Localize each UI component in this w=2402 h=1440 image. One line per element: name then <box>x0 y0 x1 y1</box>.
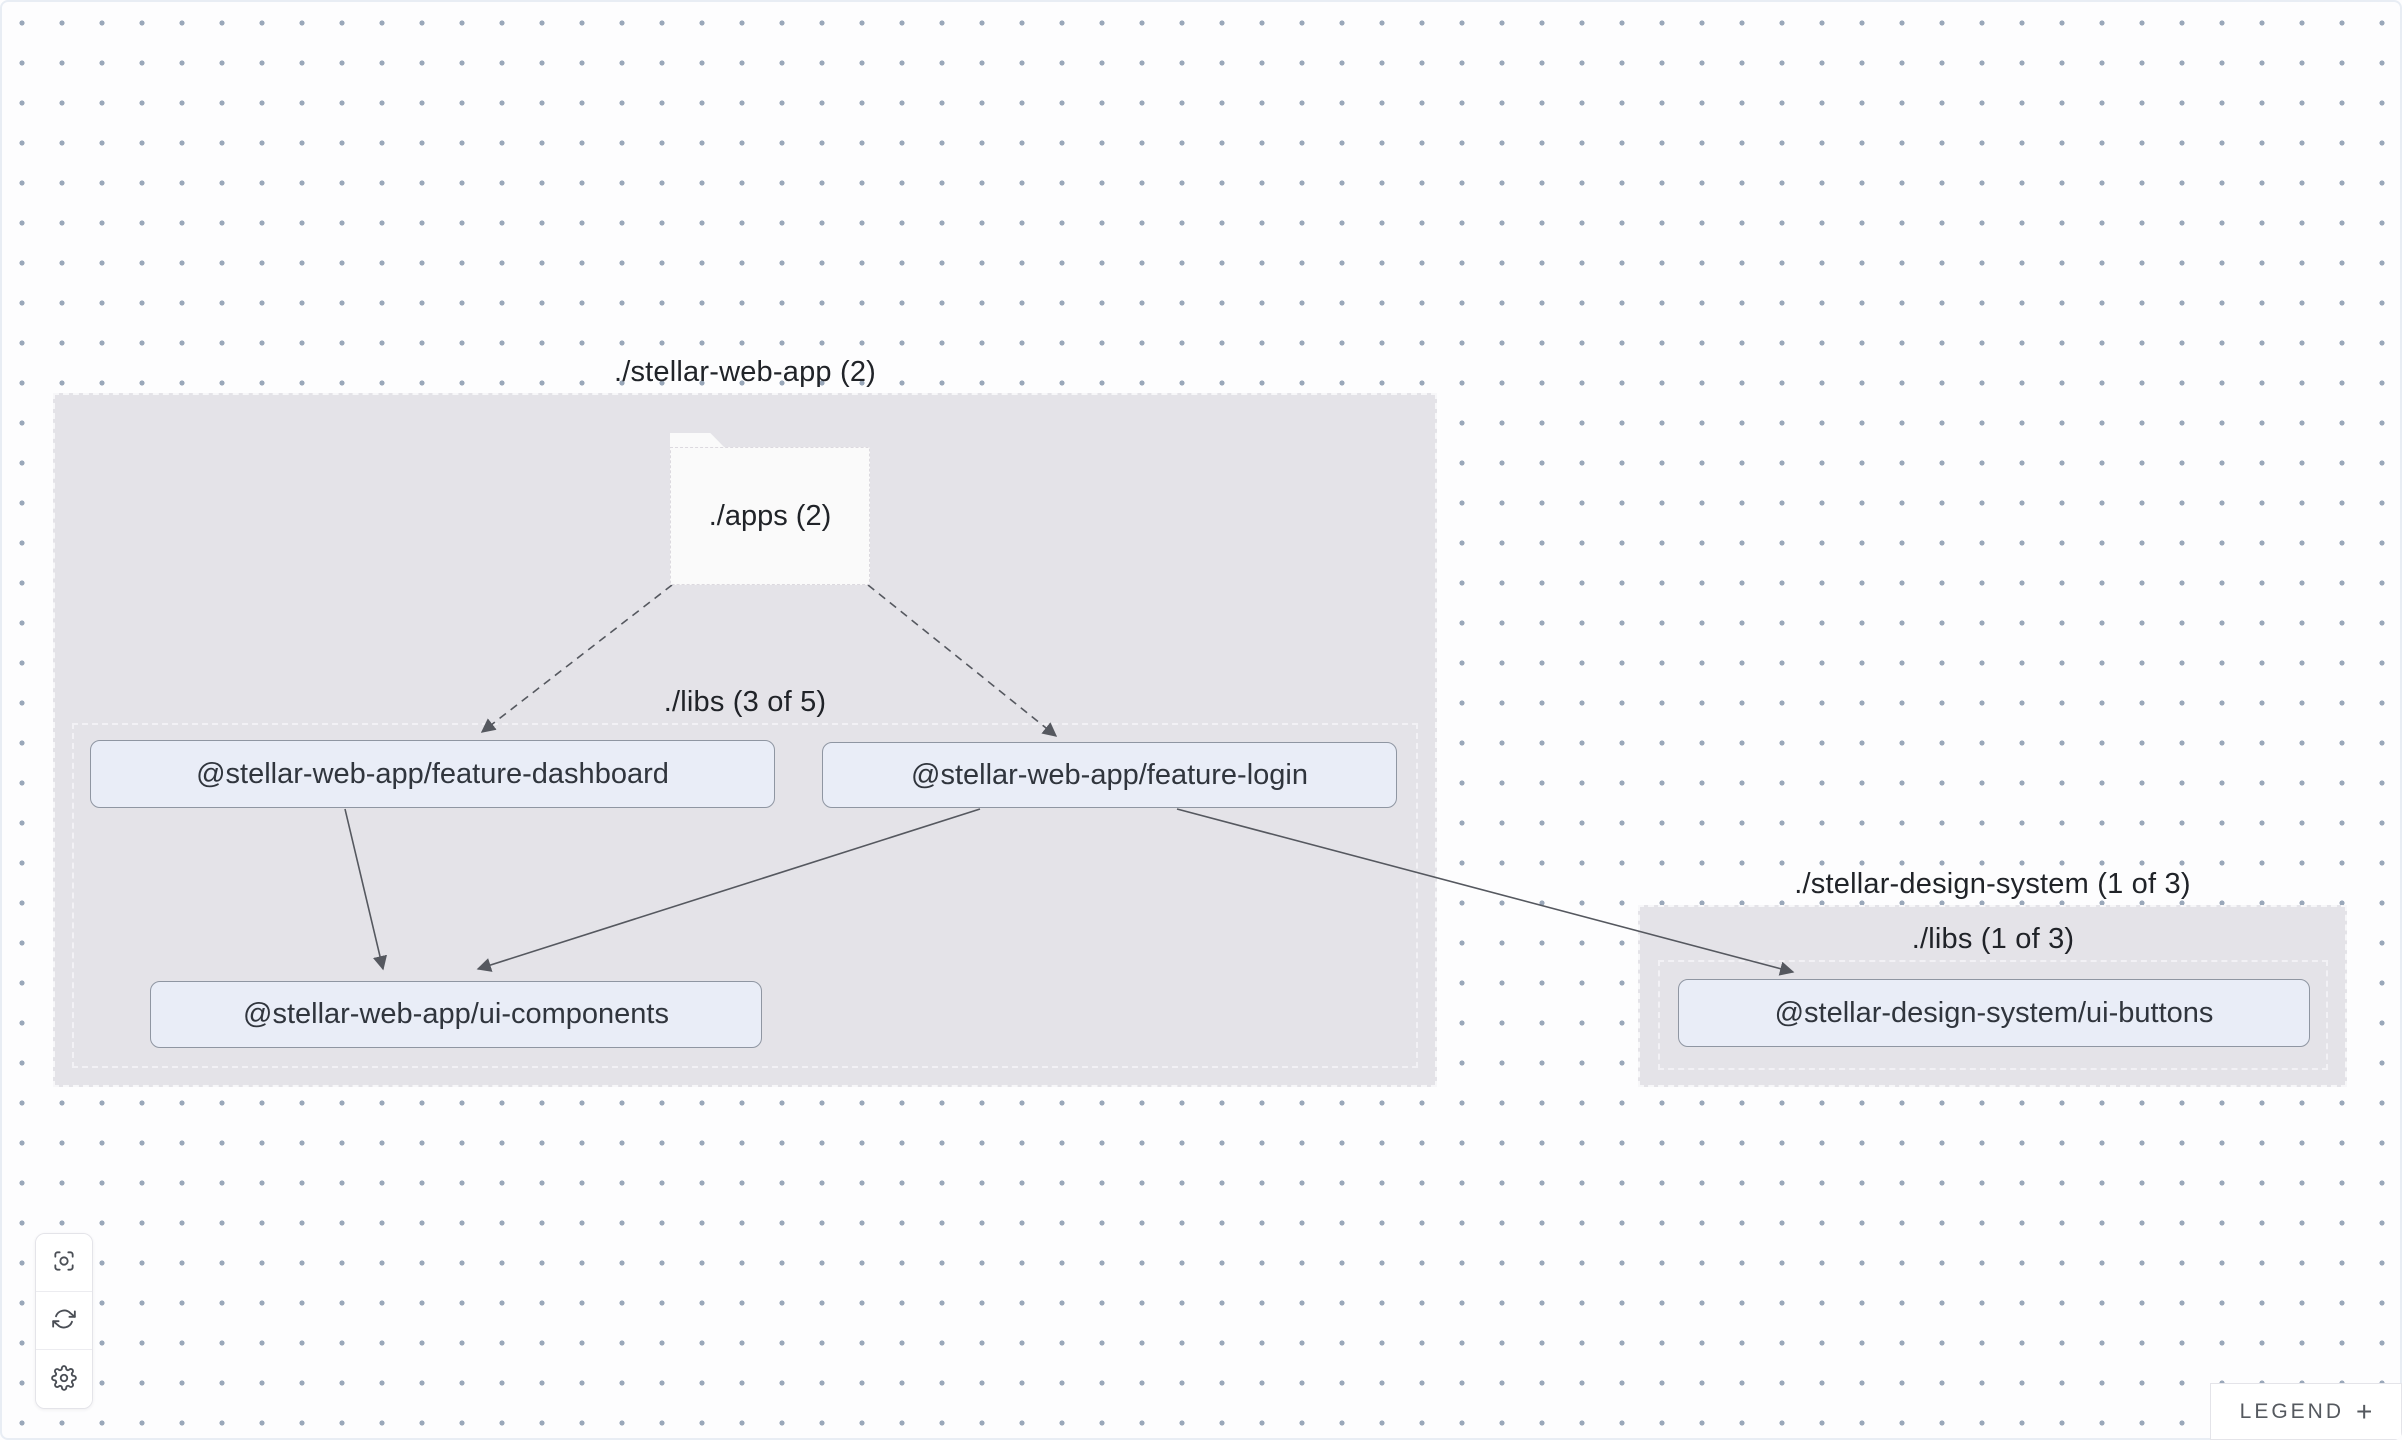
group-design-system-libs <box>1658 960 2328 1070</box>
focus-icon <box>51 1248 77 1277</box>
legend-toggle[interactable]: LEGEND + <box>2210 1383 2402 1440</box>
edge-feature-login-to-ui-components[interactable] <box>476 808 981 972</box>
node-feature-dashboard-label: @stellar-web-app/feature-dashboard <box>196 757 669 790</box>
group-title-design-system-libs: ./libs (1 of 3) <box>1911 923 2075 955</box>
edge-feature-login-to-ui-buttons[interactable] <box>1176 808 1795 976</box>
edge-apps-to-feature-dashboard[interactable] <box>480 584 673 733</box>
edge-feature-dashboard-to-ui-components[interactable] <box>344 808 388 971</box>
node-feature-login[interactable]: @stellar-web-app/feature-login <box>822 742 1397 808</box>
plus-icon: + <box>2356 1395 2373 1427</box>
group-title-web-app-libs: ./libs (3 of 5) <box>663 686 827 718</box>
refresh-button[interactable] <box>36 1292 92 1350</box>
refresh-icon <box>51 1306 77 1335</box>
group-title-stellar-design-system: ./stellar-design-system (1 of 3) <box>1794 868 2191 900</box>
node-ui-components[interactable]: @stellar-web-app/ui-components <box>150 981 762 1048</box>
focus-button[interactable] <box>36 1234 92 1292</box>
canvas-toolbar <box>35 1233 93 1409</box>
settings-button[interactable] <box>36 1350 92 1408</box>
node-ui-buttons-label: @stellar-design-system/ui-buttons <box>1774 996 2214 1029</box>
node-ui-components-label: @stellar-web-app/ui-components <box>243 998 669 1030</box>
folder-apps-tab <box>670 433 726 449</box>
node-feature-dashboard[interactable]: @stellar-web-app/feature-dashboard <box>90 740 775 808</box>
edge-apps-to-feature-login[interactable] <box>867 584 1058 737</box>
group-web-app-libs <box>72 723 1418 1068</box>
folder-apps-label: ./apps (2) <box>708 499 832 532</box>
settings-icon <box>51 1364 77 1394</box>
group-title-stellar-web-app: ./stellar-web-app (2) <box>613 356 877 388</box>
folder-node-apps[interactable]: ./apps (2) <box>670 447 870 585</box>
node-feature-login-label: @stellar-web-app/feature-login <box>911 758 1308 791</box>
node-ui-buttons[interactable]: @stellar-design-system/ui-buttons <box>1678 979 2310 1047</box>
legend-label: LEGEND <box>2239 1399 2344 1423</box>
